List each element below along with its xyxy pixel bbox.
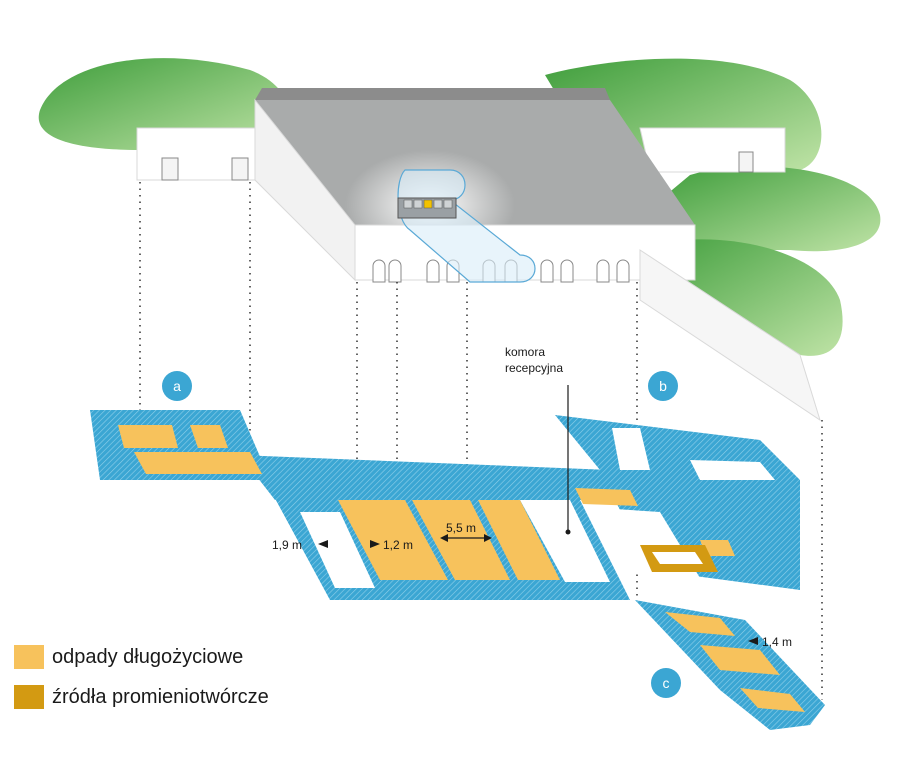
svg-text:c: c: [663, 675, 670, 691]
badge-a: a: [162, 371, 192, 401]
waste-package-stack: [397, 197, 457, 219]
long-lived-waste-areas: [118, 425, 805, 712]
legend-swatch-radioactive-sources: [14, 685, 44, 709]
badge-c: c: [651, 668, 681, 698]
svg-text:b: b: [659, 378, 667, 394]
reception-label-line-1: komora: [505, 345, 545, 359]
dimension-1-9: 1,9 m: [272, 538, 302, 552]
dimension-markers: [318, 534, 758, 645]
legend-swatch-long-lived-waste: [14, 645, 44, 669]
badge-b: b: [648, 371, 678, 401]
reception-point: [565, 529, 571, 535]
main-roof-back: [255, 88, 610, 100]
door-right-1: [738, 151, 754, 173]
svg-text:a: a: [173, 378, 181, 394]
legend-item-long-lived-waste: odpady długożyciowe: [14, 637, 269, 677]
hill-left: [38, 58, 290, 151]
hill-right-mid: [660, 166, 881, 252]
building-right-facade: [639, 127, 786, 173]
dimension-5-5: 5,5 m: [446, 521, 476, 535]
dimension-1-4: 1,4 m: [762, 635, 792, 649]
zone-b-plan: [555, 415, 800, 590]
legend: odpady długożyciowe źródła promieniotwór…: [14, 637, 269, 717]
legend-item-radioactive-sources: źródła promieniotwórcze: [14, 677, 269, 717]
radioactive-sources-inner: [652, 552, 703, 564]
annex-wall: [639, 249, 821, 422]
door-left-2: [231, 157, 249, 181]
legend-label-radioactive-sources: źródła promieniotwórcze: [52, 685, 269, 708]
legend-label-long-lived-waste: odpady długożyciowe: [52, 645, 244, 668]
door-left-1: [161, 157, 179, 181]
projection-lines: [139, 182, 823, 700]
dimension-1-2: 1,2 m: [383, 538, 413, 552]
reception-label-line-2: recepcyjna: [505, 361, 563, 375]
